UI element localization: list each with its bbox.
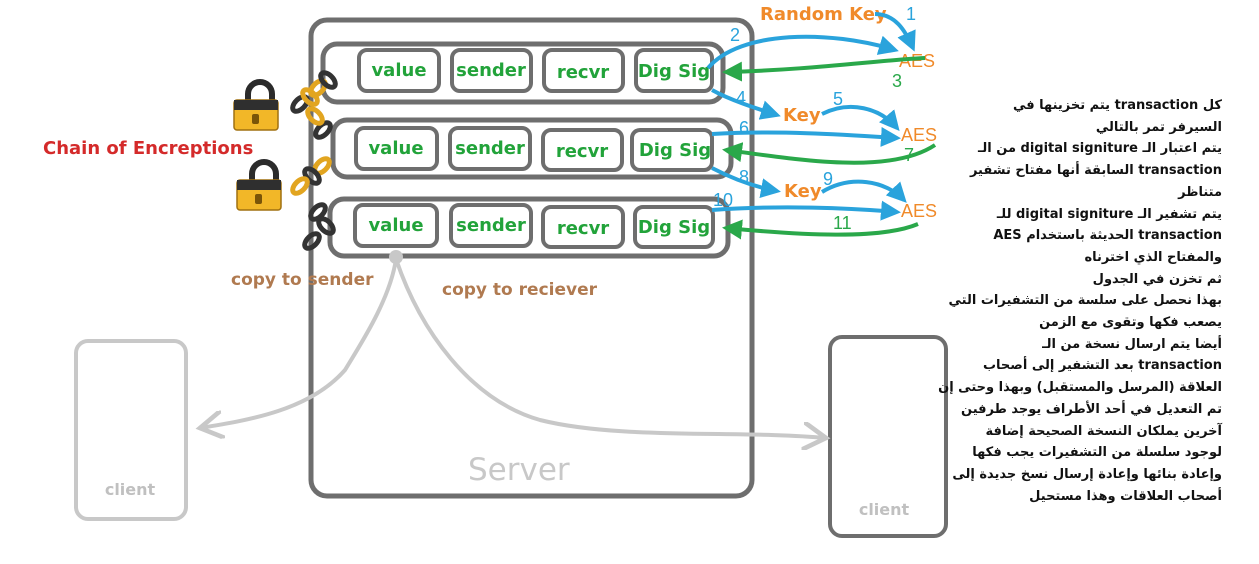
sender-label: sender <box>456 60 526 81</box>
receiver-field <box>542 48 625 93</box>
step-number: 1 <box>906 4 916 24</box>
transaction-row: value sender recvr Dig Sig <box>330 117 734 180</box>
step-4-arrow <box>711 88 781 120</box>
description-line: يتم تشفير الـ digital signiture للـ <box>996 206 1222 222</box>
description-line: وإعادة بنائها وإعادة إرسال نسخ جديدة إلى <box>952 466 1222 482</box>
step-number: 6 <box>739 118 749 138</box>
padlock-icon <box>236 159 282 211</box>
digital-signature-field <box>630 128 714 172</box>
transaction-row: value sender recvr Dig Sig <box>320 41 726 105</box>
description-line: أصحاب العلاقات وهذا مستحيل <box>1029 488 1222 504</box>
server-box <box>308 17 755 499</box>
description-text: كل transaction يتم تخزينها في السيرفر تم… <box>938 95 1222 507</box>
step-number: 8 <box>739 167 749 187</box>
chain-link-icon <box>290 70 338 140</box>
copy-to-receiver-label: copy to reciever <box>442 280 598 300</box>
digital-signature-label: Dig Sig <box>639 140 711 161</box>
sender-label: sender <box>456 215 526 236</box>
transaction-row: value sender recvr Dig Sig <box>327 196 731 259</box>
step-6-arrow <box>711 127 901 147</box>
description-line: العلاقة (المرسل والمستقبل) وبهذا وحتى إن <box>938 380 1222 396</box>
value-field <box>353 203 439 248</box>
description-line: لوجود سلسلة من التشفيرات يجب فكها <box>972 445 1222 461</box>
digital-signature-label: Dig Sig <box>638 217 710 238</box>
description-line: كل transaction يتم تخزينها في <box>1012 98 1222 113</box>
aes-label: AES <box>901 201 937 221</box>
client-right-label: client <box>859 500 910 519</box>
step-number: 9 <box>823 169 833 189</box>
step-number: 5 <box>833 89 843 109</box>
step-number: 3 <box>892 71 902 91</box>
description-line: متناظر <box>1178 184 1222 200</box>
key-label: Key <box>784 181 822 202</box>
sender-field <box>450 48 533 93</box>
aes-label: AES <box>901 125 937 145</box>
aes-label: AES <box>899 51 935 71</box>
description-line: بهذا نحصل على سلسة من التشفيرات التي <box>948 293 1222 309</box>
chain-of-encryptions-label: Chain of Encreptions <box>43 138 253 159</box>
step-2-arrow <box>706 34 899 70</box>
copy-to-sender-arrow <box>200 258 398 428</box>
chain-link-icon <box>290 156 336 251</box>
server-label: Server <box>468 452 570 488</box>
value-label: value <box>368 215 423 236</box>
description-line: أيضا يتم ارسال نسخة من الـ <box>1042 336 1222 352</box>
sender-field <box>449 203 533 248</box>
client-left-box <box>74 339 188 521</box>
step-number: 4 <box>736 88 746 108</box>
receiver-label: recvr <box>557 62 609 83</box>
value-label: value <box>371 60 426 81</box>
digital-signature-label: Dig Sig <box>638 61 710 82</box>
receiver-label: recvr <box>557 218 609 239</box>
step-5-arrow <box>821 105 900 132</box>
copy-to-receiver-arrow <box>394 258 826 438</box>
step-number: 10 <box>713 190 733 210</box>
random-key-label: Random Key <box>760 4 887 25</box>
step-1-arrow <box>874 12 916 52</box>
description-line: transaction الحديثة باستخدام AES <box>993 228 1222 244</box>
digital-signature-field <box>634 48 714 93</box>
step-11-arrow <box>722 219 919 240</box>
value-field <box>354 126 439 171</box>
step-3-arrow <box>722 56 926 82</box>
description-line: transaction السابقة أنها مفتاح تشفير <box>969 163 1222 179</box>
copy-to-sender-label: copy to sender <box>231 270 374 290</box>
step-10-arrow <box>711 200 901 221</box>
value-field <box>357 48 441 93</box>
digital-signature-field <box>633 205 715 249</box>
description-line: السيرفر تمر بالتالي <box>1095 119 1222 135</box>
receiver-label: recvr <box>556 141 608 162</box>
description-line: آخرين يملكان النسخة الصحيحة إضافة <box>985 423 1222 439</box>
client-left-label: client <box>105 480 156 499</box>
description-line: ثم تخزن في الجدول <box>1092 271 1222 287</box>
receiver-field <box>541 128 624 172</box>
step-number: 2 <box>730 25 740 45</box>
description-line: والمفتاح الذي اخترناه <box>1084 249 1222 265</box>
receiver-field <box>541 205 625 249</box>
description-line: يتم اعتبار الـ digital signiture من الـ <box>977 141 1222 157</box>
step-8-arrow <box>711 166 781 198</box>
description-line: تم التعديل في أحد الأطراف يوجد طرفين <box>961 401 1222 417</box>
step-7-arrow <box>722 142 937 165</box>
sender-field <box>448 126 532 171</box>
description-line: يصعب فكها وتقوى مع الزمن <box>1039 315 1222 331</box>
key-label: Key <box>783 105 821 126</box>
sender-label: sender <box>455 138 525 159</box>
step-number: 11 <box>833 213 852 233</box>
copy-origin-dot <box>389 250 403 264</box>
value-label: value <box>368 138 423 159</box>
step-9-arrow <box>820 179 907 203</box>
padlock-icon <box>233 79 279 131</box>
description-line: transaction بعد التشفير إلى أصحاب <box>982 358 1222 374</box>
